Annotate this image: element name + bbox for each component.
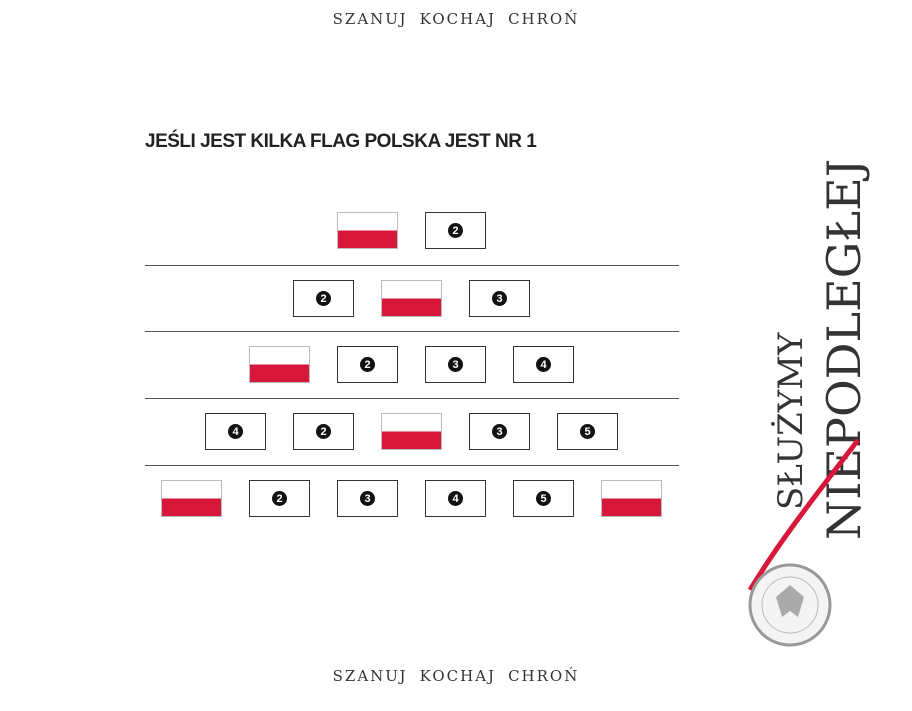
motto-bottom: SZANUJ KOCHAJ CHROŃ — [0, 667, 912, 685]
divider — [145, 331, 679, 332]
position-number: 3 — [360, 491, 375, 506]
motto-word: KOCHAJ — [419, 667, 497, 685]
motto-word: CHROŃ — [508, 667, 580, 685]
polish-flag — [249, 346, 310, 383]
flag-position-box: 2 — [249, 480, 310, 517]
motto-word: KOCHAJ — [419, 10, 497, 28]
position-number: 3 — [448, 357, 463, 372]
position-number: 3 — [492, 424, 507, 439]
motto-top: SZANUJ KOCHAJ CHROŃ — [0, 10, 912, 28]
flag-position-box: 3 — [425, 346, 486, 383]
divider — [145, 398, 679, 399]
logo-line2: NIEPODLEGŁEJ — [817, 159, 871, 540]
position-number: 5 — [580, 424, 595, 439]
flag-position-box: 3 — [469, 413, 530, 450]
flag-position-box: 3 — [337, 480, 398, 517]
polish-flag — [161, 480, 222, 517]
motto-word: CHROŃ — [508, 10, 580, 28]
flag-position-box: 2 — [293, 280, 354, 317]
position-number: 2 — [448, 223, 463, 238]
position-number: 3 — [492, 291, 507, 306]
motto-word: SZANUJ — [332, 10, 408, 28]
position-number: 2 — [316, 424, 331, 439]
sluzymy-niepodleglej-logo: SŁUŻYMY NIEPODLEGŁEJ — [747, 159, 871, 647]
motto-word: SZANUJ — [332, 667, 408, 685]
position-number: 2 — [316, 291, 331, 306]
flag-position-box: 2 — [425, 212, 486, 249]
flag-position-box: 5 — [557, 413, 618, 450]
flag-position-box: 4 — [513, 346, 574, 383]
position-number: 5 — [536, 491, 551, 506]
position-number: 2 — [360, 357, 375, 372]
position-number: 4 — [228, 424, 243, 439]
logo-line1: SŁUŻYMY — [771, 332, 811, 510]
position-number: 4 — [448, 491, 463, 506]
position-number: 4 — [536, 357, 551, 372]
page-title: JEŚLI JEST KILKA FLAG POLSKA JEST NR 1 — [145, 131, 537, 152]
flag-position-box: 2 — [293, 413, 354, 450]
polish-flag — [381, 280, 442, 317]
flag-position-box: 3 — [469, 280, 530, 317]
flag-position-box: 4 — [425, 480, 486, 517]
polish-flag — [337, 212, 398, 249]
divider — [145, 265, 679, 266]
flag-position-box: 2 — [337, 346, 398, 383]
flag-position-box: 4 — [205, 413, 266, 450]
position-number: 2 — [272, 491, 287, 506]
polish-flag — [381, 413, 442, 450]
divider — [145, 465, 679, 466]
flag-position-box: 5 — [513, 480, 574, 517]
polish-flag — [601, 480, 662, 517]
